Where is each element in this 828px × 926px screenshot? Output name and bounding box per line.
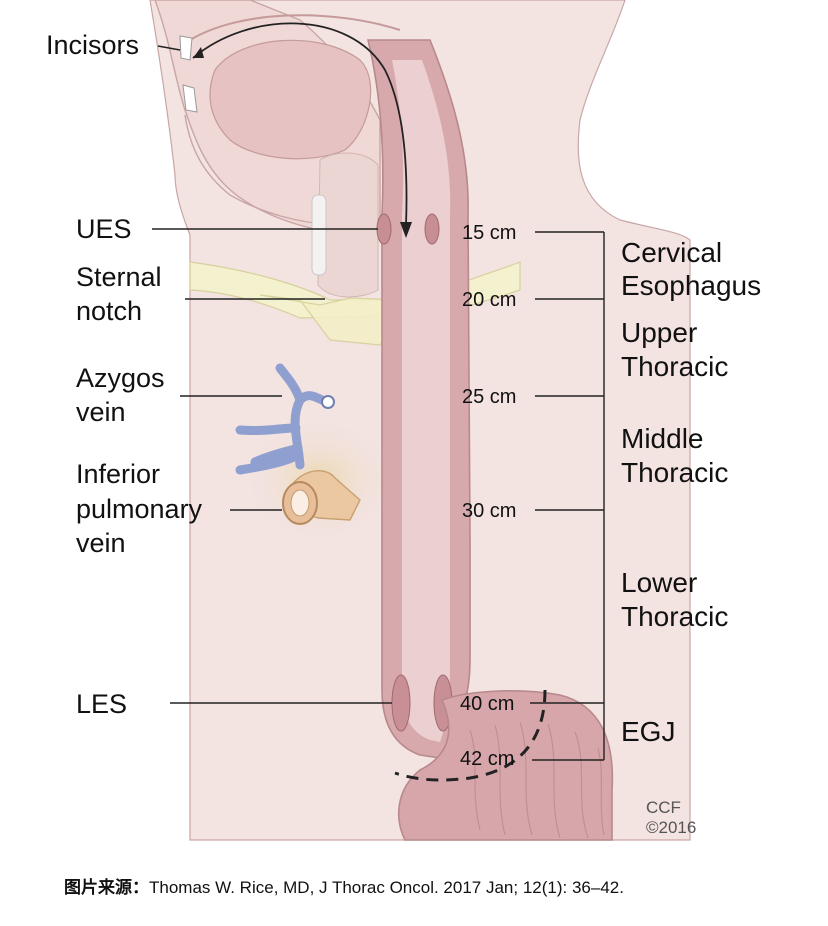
label-ues: UES — [76, 214, 132, 244]
label-pulmonary: pulmonary — [76, 494, 203, 524]
distance-30cm: 30 cm — [462, 500, 516, 522]
caption-prefix: 图片来源： — [64, 877, 149, 897]
anatomy-labels: Incisors UES Sternal notch Azygos vein I… — [46, 30, 392, 719]
label-azygos-vein: vein — [76, 397, 126, 427]
label-sternal: Sternal — [76, 262, 162, 292]
lower-incisor — [182, 84, 198, 113]
source-caption: 图片来源：Thomas W. Rice, MD, J Thorac Oncol.… — [64, 877, 624, 897]
distance-20cm: 20 cm — [462, 289, 516, 311]
section-upper-thoracic: Thoracic — [621, 351, 728, 382]
egj-dashed-line — [394, 689, 547, 782]
distance-40cm: 40 cm — [460, 693, 514, 715]
azygos-vein-opening — [321, 395, 335, 409]
section-middle-thoracic: Thoracic — [621, 457, 728, 488]
section-lower-thoracic: Thoracic — [621, 601, 728, 632]
label-azygos: Azygos — [76, 363, 165, 393]
arrow-head-bottom — [400, 222, 412, 238]
credit-year: ©2016 — [646, 818, 696, 837]
ues-marker-right — [424, 213, 440, 245]
distance-markers: 15 cm 20 cm 25 cm 30 cm 40 cm 42 cm — [460, 222, 604, 770]
arrow-head-top — [193, 47, 204, 58]
leader-incisors — [157, 45, 181, 51]
label-notch: notch — [76, 296, 142, 326]
tongue — [209, 39, 372, 160]
section-labels: Cervical Esophagus Upper Thoracic Middle… — [621, 237, 761, 747]
label-incisors: Incisors — [46, 30, 139, 60]
palate — [189, 14, 401, 41]
les-marker-left — [391, 674, 411, 732]
distance-15cm: 15 cm — [462, 222, 516, 244]
label-vein: vein — [76, 528, 126, 558]
distance-25cm: 25 cm — [462, 386, 516, 408]
section-cervical: Cervical — [621, 237, 722, 268]
distance-42cm: 42 cm — [460, 748, 514, 770]
section-middle: Middle — [621, 423, 703, 454]
section-upper: Upper — [621, 317, 697, 348]
caption-text: Thomas W. Rice, MD, J Thorac Oncol. 2017… — [149, 878, 624, 897]
chin — [184, 114, 331, 226]
label-inferior: Inferior — [76, 459, 160, 489]
section-esophagus: Esophagus — [621, 270, 761, 301]
stomach-rugae — [469, 721, 605, 839]
section-egj: EGJ — [621, 716, 675, 747]
larynx — [317, 152, 379, 298]
trachea — [311, 194, 327, 276]
credit-ccf: CCF — [646, 798, 681, 817]
upper-incisor — [179, 35, 193, 61]
measurement-arrow — [192, 22, 408, 226]
azygos-vein — [235, 363, 333, 475]
inferior-pulmonary-vein-lumen — [290, 489, 310, 517]
label-les: LES — [76, 689, 127, 719]
ues-marker-left — [376, 213, 392, 245]
section-lower: Lower — [621, 567, 697, 598]
